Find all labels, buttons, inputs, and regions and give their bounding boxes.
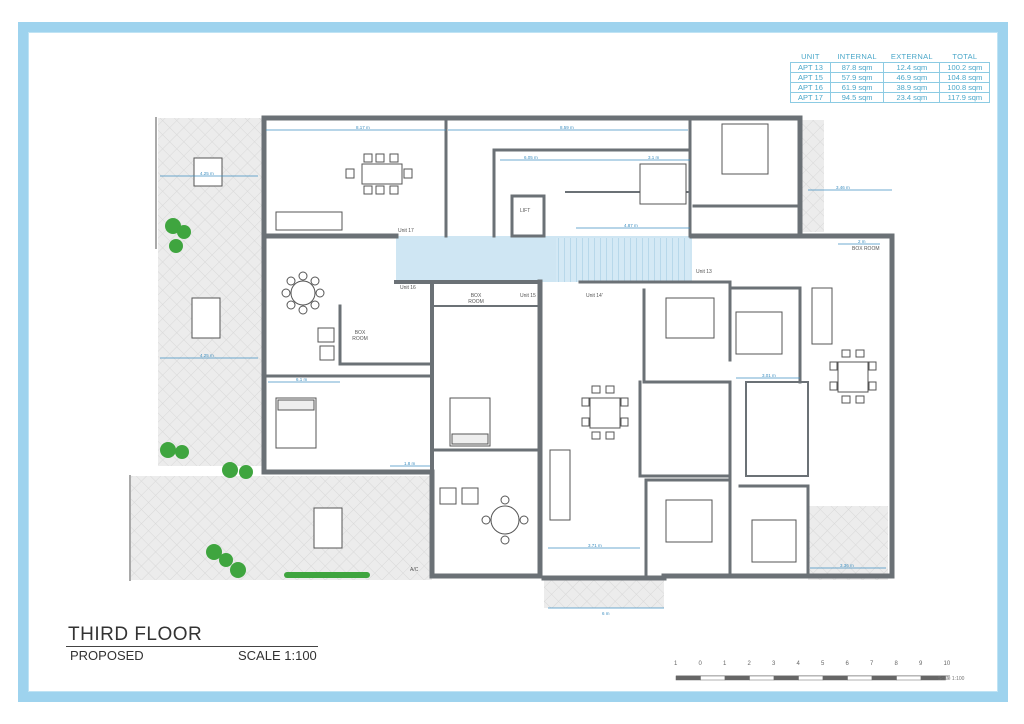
drawing-scale: SCALE 1:100 [238,648,317,663]
cell: 61.9 sqm [829,82,885,93]
scale-bar-tick-label: 10 [943,661,951,667]
cell: APT 13 [790,62,831,73]
cell: 117.9 sqm [939,92,991,103]
label-lift: LIFT [520,208,531,214]
plants [160,218,370,578]
cell: 38.9 sqm [883,82,941,93]
terraces [130,118,888,608]
scale-bar-segment [700,675,726,681]
header-internal: INTERNAL [837,52,877,61]
scale-bar-tick-label: 1 [674,661,678,667]
scale-bar-tick-label: 1 [723,661,727,667]
label-unit-14: Unit 14' [586,293,603,299]
table-row: APT 13 87.8 sqm 12.4 sqm 100.2 sqm [790,62,991,73]
cell: 23.4 sqm [883,92,941,103]
scale-bar-tick-label: 0 [698,661,702,667]
dim-text-1: 8.17 m [356,125,370,130]
dim-text-10: 3.71 m [588,543,602,548]
scale-bar-segment [847,675,873,681]
header-external: EXTERNAL [890,52,933,61]
dim-text-8: 4.25 m [200,353,214,358]
scale-bar-segment [773,675,799,681]
dim-text-5: 3.1 m [648,155,660,160]
label-box-room-c: BOX ROOM [852,246,880,252]
dim-text-15: 3.01 m [762,373,776,378]
scale-bar-tick-label: 3 [772,661,776,667]
cell: 104.8 sqm [939,72,991,83]
cell: APT 16 [790,82,831,93]
area-schedule-table: UNIT INTERNAL EXTERNAL TOTAL APT 13 87.8… [790,52,991,103]
header-total: TOTAL [952,52,978,61]
terrace-south [544,578,664,608]
scale-bar-segment [724,675,750,681]
label-ac: A/C [410,567,419,573]
dim-text-9: 6.1 m [296,377,308,382]
table-header-row: UNIT INTERNAL EXTERNAL TOTAL [791,52,990,63]
terrace-west [158,248,264,466]
scale-bar-note: Scale 1:100 [938,676,965,682]
dim-text-14: 2 m [858,239,866,244]
dim-text-4: 6.05 m [524,155,538,160]
scale-bar [675,675,950,681]
scale-bar-segment [798,675,824,681]
common-areas [396,194,692,282]
scale-bar-segment [871,675,897,681]
scale-bar-segment [675,675,701,681]
dim-text-6: 4.87 m [624,223,638,228]
cell: 100.2 sqm [939,62,991,73]
table-row: APT 16 61.9 sqm 38.9 sqm 100.8 sqm [790,82,991,93]
cell: 87.8 sqm [829,62,885,73]
dimension-lines [160,129,892,609]
dim-text-7: 3.46 m [836,185,850,190]
cell: APT 15 [790,72,831,83]
lift-shaft [510,194,546,238]
sheet-inner-border [28,32,998,692]
terrace-north-east [800,120,824,232]
drawing-title: THIRD FLOOR [68,624,203,645]
dim-text-11: 3.36 m [840,563,854,568]
cell: APT 17 [790,92,831,103]
scale-bar-tick-label: 5 [821,661,825,667]
furniture [191,123,877,563]
cell: 100.8 sqm [939,82,991,93]
scale-bar-segment [920,675,946,681]
terrace-south-west [130,476,432,580]
label-box-room-a: BOX ROOM [352,330,368,342]
scale-bar-segment [749,675,775,681]
stairs [556,238,690,282]
terrace-south-east [808,506,888,580]
cell: 94.5 sqm [829,92,885,103]
scale-bar-tick-label: 8 [894,661,898,667]
scale-bar-tick-label: 2 [747,661,751,667]
label-unit-15: Unit 15 [520,293,536,299]
label-unit-17: Unit 17 [398,228,414,234]
table-row: APT 17 94.5 sqm 23.4 sqm 117.9 sqm [790,92,991,103]
scale-bar-tick-label: 6 [845,661,849,667]
label-box-room-b: BOX ROOM [468,293,484,305]
drawing-subtitle: PROPOSED [70,648,144,663]
scale-bar-tick-label: 7 [870,661,874,667]
table-row: APT 15 57.9 sqm 46.9 sqm 104.8 sqm [790,72,991,83]
header-unit: UNIT [801,52,820,61]
cell: 57.9 sqm [829,72,885,83]
dim-text-2: 8.59 m [560,125,574,130]
label-unit-13: Unit 13 [696,269,712,275]
cell: 46.9 sqm [883,72,941,83]
scale-bar-tick-label: 4 [796,661,800,667]
dim-text-13: 1.8 m [404,461,416,466]
cell: 12.4 sqm [883,62,941,73]
walls [129,115,895,581]
dim-text-12: 6 m [602,611,610,616]
scale-bar-segment [896,675,922,681]
title-underline [66,646,318,647]
label-unit-16: Unit 16 [400,285,416,291]
scale-bar-segment [822,675,848,681]
scale-bar-tick-label: 9 [919,661,923,667]
dim-text-3: 4.25 m [200,171,214,176]
